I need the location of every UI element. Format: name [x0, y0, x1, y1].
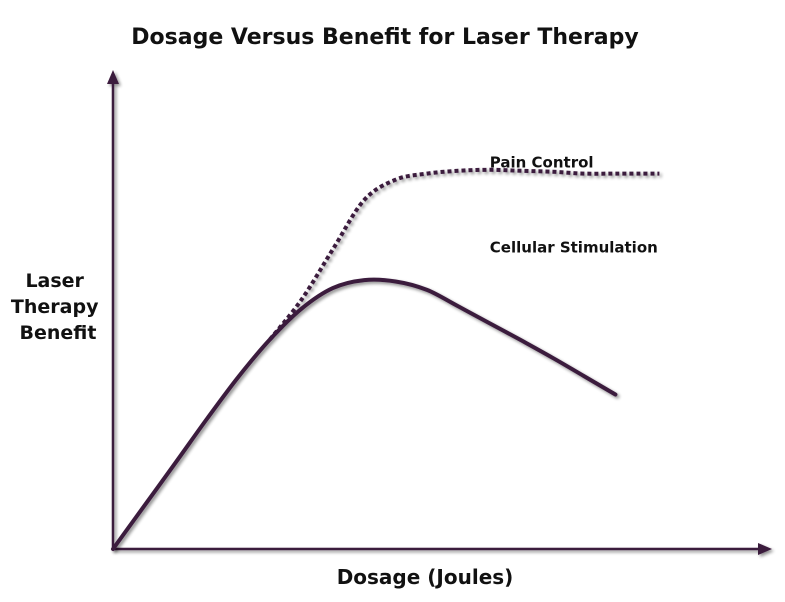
y-axis-label-line: Laser	[25, 270, 84, 292]
axes	[107, 70, 772, 555]
y-axis-label: Laser Therapy Benefit	[11, 270, 105, 344]
chart-title: Dosage Versus Benefit for Laser Therapy	[131, 25, 638, 50]
y-axis-label-line: Therapy	[11, 296, 99, 318]
series-line-pain-control	[268, 167, 660, 341]
y-axis-label-line: Benefit	[20, 322, 97, 344]
series-label-cellular-stimulation: Cellular Stimulation	[490, 238, 658, 256]
series-labels: Cellular Stimulation Pain Control	[490, 154, 658, 257]
series-layer	[111, 167, 660, 551]
series-line-cellular-stimulation	[111, 277, 618, 551]
y-axis-arrow-icon	[107, 70, 119, 84]
x-axis-label: Dosage (Joules)	[337, 565, 514, 589]
series-label-pain-control: Pain Control	[490, 154, 594, 172]
x-axis-arrow-icon	[758, 543, 772, 555]
